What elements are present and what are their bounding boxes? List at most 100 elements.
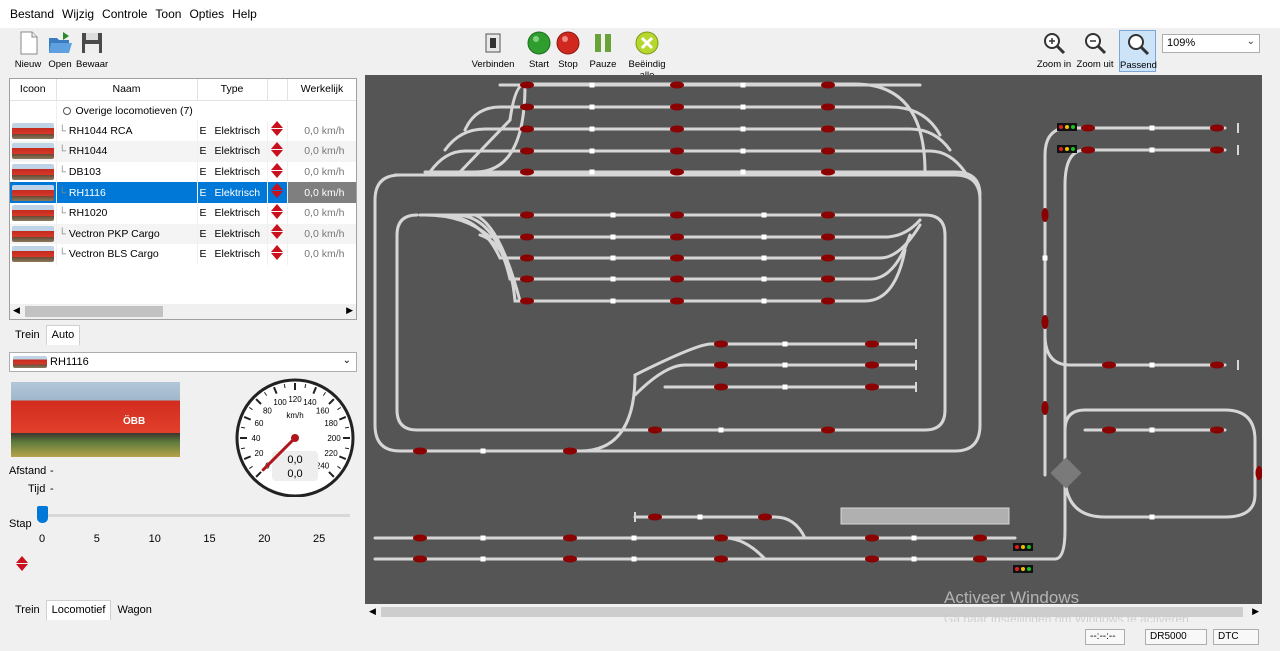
signal[interactable] bbox=[1057, 145, 1077, 153]
block-marker[interactable] bbox=[821, 254, 835, 262]
block-marker[interactable] bbox=[865, 534, 879, 542]
track-node[interactable] bbox=[761, 298, 767, 304]
track-node[interactable] bbox=[589, 82, 595, 88]
block-marker[interactable] bbox=[520, 147, 534, 155]
block-marker[interactable] bbox=[1041, 401, 1049, 415]
column-header-icon[interactable]: Icoon bbox=[10, 79, 57, 101]
block-marker[interactable] bbox=[520, 211, 534, 219]
canvas-horizontal-scrollbar[interactable]: ◀ ▶ bbox=[365, 604, 1263, 620]
block-marker[interactable] bbox=[1102, 361, 1116, 369]
block-marker[interactable] bbox=[670, 233, 684, 241]
track-node[interactable] bbox=[1042, 255, 1048, 261]
pause-button[interactable]: Pauze bbox=[589, 30, 617, 70]
track-node[interactable] bbox=[610, 212, 616, 218]
track-node[interactable] bbox=[761, 212, 767, 218]
direction-arrows-icon[interactable] bbox=[270, 121, 284, 137]
crossing-turntable[interactable] bbox=[1050, 457, 1082, 489]
direction-arrows-icon[interactable] bbox=[270, 203, 284, 220]
block-marker[interactable] bbox=[520, 125, 534, 133]
column-header-direction[interactable] bbox=[267, 79, 288, 101]
scroll-left-icon[interactable]: ◀ bbox=[369, 606, 376, 616]
block-marker[interactable] bbox=[821, 168, 835, 176]
block-marker[interactable] bbox=[1102, 426, 1116, 434]
zoom-out-button[interactable]: Zoom uit bbox=[1075, 30, 1115, 70]
track-node[interactable] bbox=[1149, 147, 1155, 153]
block-marker[interactable] bbox=[520, 168, 534, 176]
block-marker[interactable] bbox=[1041, 315, 1049, 329]
track-node[interactable] bbox=[480, 448, 486, 454]
block-marker[interactable] bbox=[821, 233, 835, 241]
block-marker[interactable] bbox=[1081, 124, 1095, 132]
track-node[interactable] bbox=[718, 427, 724, 433]
track-node[interactable] bbox=[740, 82, 746, 88]
track-node[interactable] bbox=[1149, 427, 1155, 433]
tab-locomotief[interactable]: Locomotief bbox=[45, 600, 112, 620]
track-node[interactable] bbox=[610, 276, 616, 282]
scrollbar-thumb[interactable] bbox=[25, 306, 163, 317]
track-node[interactable] bbox=[911, 535, 917, 541]
zoom-level-select[interactable]: 109% ⌄ bbox=[1162, 34, 1260, 53]
track-node[interactable] bbox=[761, 234, 767, 240]
menu-opties[interactable]: Opties bbox=[189, 7, 225, 21]
direction-arrows-icon[interactable] bbox=[270, 244, 284, 261]
locomotive-select[interactable]: RH1116 ⌄ bbox=[9, 352, 357, 372]
track-node[interactable] bbox=[761, 276, 767, 282]
track-node[interactable] bbox=[610, 234, 616, 240]
block-marker[interactable] bbox=[758, 513, 772, 521]
block-marker[interactable] bbox=[1210, 124, 1224, 132]
track-layout-canvas[interactable] bbox=[365, 75, 1277, 604]
block-marker[interactable] bbox=[670, 254, 684, 262]
start-button[interactable]: Start bbox=[525, 30, 553, 70]
direction-arrows-icon[interactable] bbox=[270, 162, 284, 179]
track-node[interactable] bbox=[589, 148, 595, 154]
track-node[interactable] bbox=[610, 255, 616, 261]
tab-trein[interactable]: Trein bbox=[15, 604, 40, 616]
block-marker[interactable] bbox=[1081, 146, 1095, 154]
direction-cell[interactable] bbox=[267, 161, 288, 183]
block-marker[interactable] bbox=[413, 555, 427, 563]
block-marker[interactable] bbox=[714, 555, 728, 563]
track-node[interactable] bbox=[1149, 514, 1155, 520]
menu-controle[interactable]: Controle bbox=[102, 7, 148, 21]
direction-arrows-icon[interactable] bbox=[270, 224, 284, 240]
track-node[interactable] bbox=[1149, 362, 1155, 368]
block-marker[interactable] bbox=[1210, 146, 1224, 154]
block-marker[interactable] bbox=[821, 426, 835, 434]
track-node[interactable] bbox=[631, 535, 637, 541]
block-marker[interactable] bbox=[865, 383, 879, 391]
tab-trein-upper[interactable]: Trein bbox=[15, 329, 40, 341]
direction-arrows-icon[interactable] bbox=[270, 141, 284, 158]
track-node[interactable] bbox=[782, 341, 788, 347]
track-node[interactable] bbox=[697, 514, 703, 520]
track-node[interactable] bbox=[589, 126, 595, 132]
block-marker[interactable] bbox=[670, 297, 684, 305]
block-marker[interactable] bbox=[520, 254, 534, 262]
tab-auto[interactable]: Auto bbox=[45, 325, 81, 345]
track-node[interactable] bbox=[740, 104, 746, 110]
block-marker[interactable] bbox=[670, 275, 684, 283]
block-marker[interactable] bbox=[714, 383, 728, 391]
track-layout-svg[interactable] bbox=[365, 75, 1277, 604]
menu-toon[interactable]: Toon bbox=[155, 7, 182, 21]
open-button[interactable]: Open bbox=[45, 30, 75, 70]
stop-button[interactable]: Stop bbox=[554, 30, 582, 70]
status-command-station[interactable]: DR5000 bbox=[1145, 629, 1207, 645]
block-marker[interactable] bbox=[520, 275, 534, 283]
signal[interactable] bbox=[1013, 543, 1033, 551]
column-header-actual[interactable]: Werkelijk bbox=[287, 79, 356, 101]
track-node[interactable] bbox=[740, 126, 746, 132]
menu-wijzig[interactable]: Wijzig bbox=[62, 7, 95, 21]
block-marker[interactable] bbox=[670, 168, 684, 176]
block-marker[interactable] bbox=[821, 125, 835, 133]
block-marker[interactable] bbox=[563, 534, 577, 542]
block-marker[interactable] bbox=[973, 534, 987, 542]
save-button[interactable]: Bewaar bbox=[76, 30, 108, 70]
menu-bestand[interactable]: Bestand bbox=[10, 7, 55, 21]
track-node[interactable] bbox=[480, 535, 486, 541]
